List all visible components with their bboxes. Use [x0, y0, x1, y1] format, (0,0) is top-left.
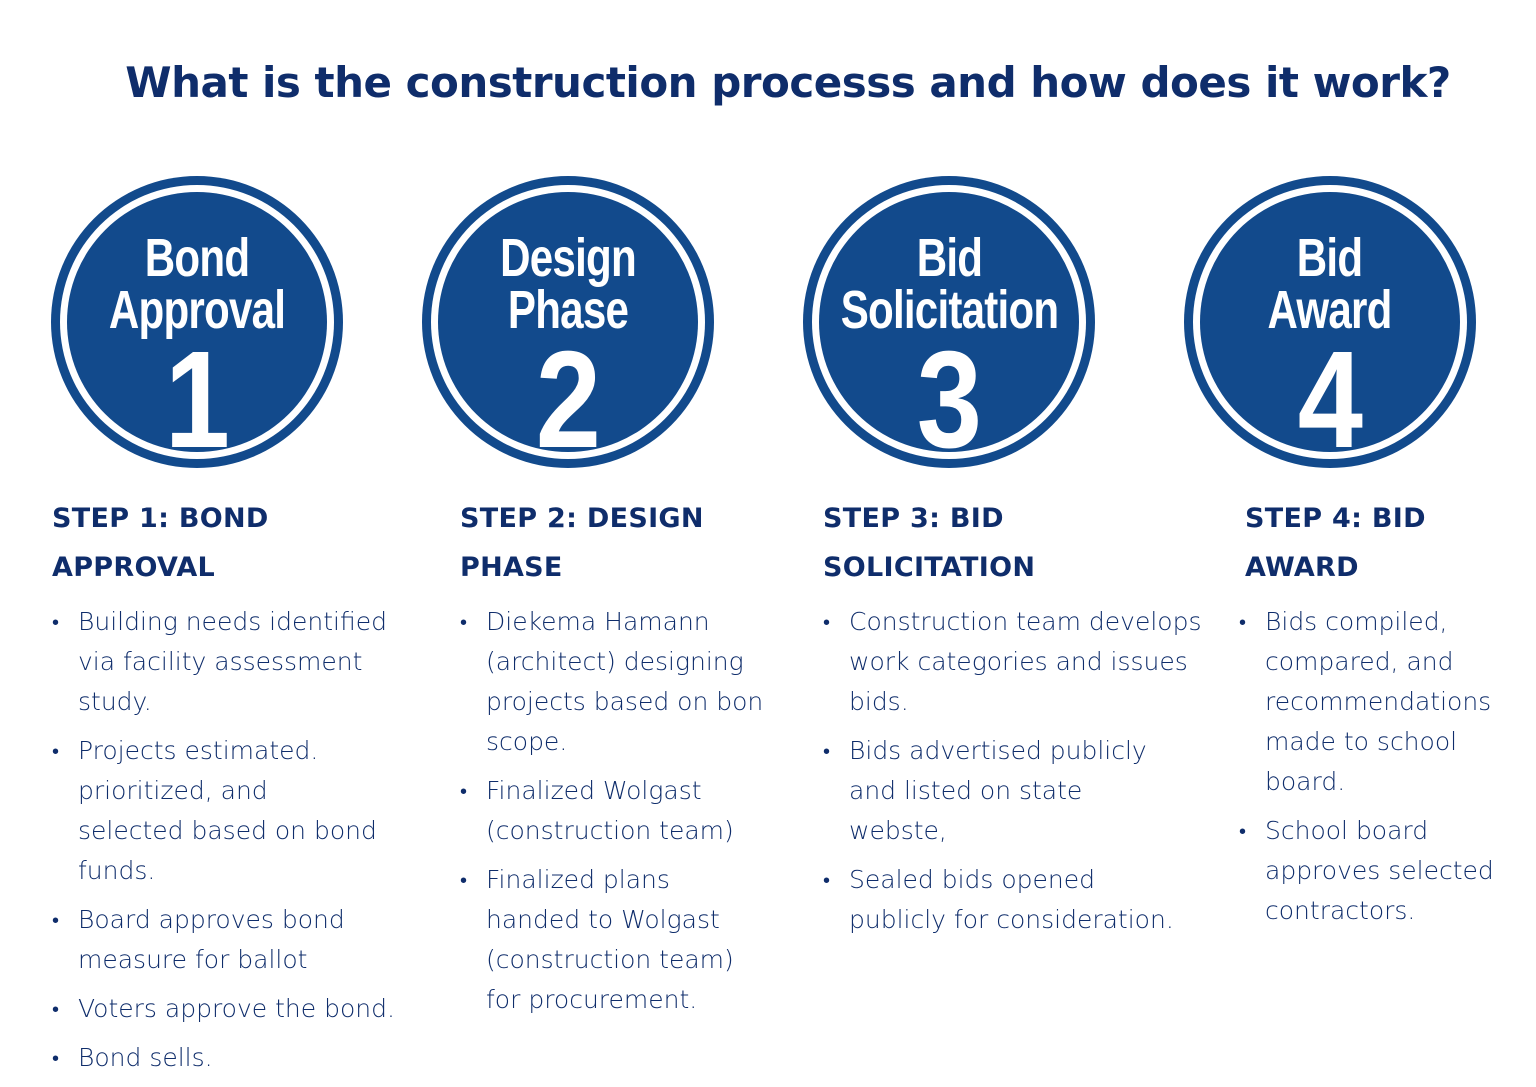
list-item-text: School board approves selected contracto…	[1265, 816, 1494, 925]
step-heading: STEP 1: BOND APPROVAL	[52, 503, 269, 583]
badge-number: 2	[535, 323, 601, 477]
list-item-text: Voters approve the bond.	[78, 994, 395, 1023]
list-item: Board approves bond measure for ballot	[52, 900, 368, 980]
badge-label: Bid Solicitation	[840, 228, 1058, 340]
badge-label: Bond Approval	[108, 228, 286, 340]
step-bullet-list: Construction team develops work categori…	[823, 602, 1213, 940]
list-item: School board approves selected contracto…	[1239, 811, 1505, 931]
badge-number: 4	[1297, 323, 1363, 477]
list-item: Building needs identified via facility a…	[52, 602, 423, 722]
list-item: Bond sells.	[52, 1038, 427, 1078]
badge-label-line1: Design	[500, 228, 637, 288]
page-title: What is the construction processs and ho…	[125, 58, 1451, 107]
step-heading: STEP 2: DESIGN PHASE	[460, 503, 704, 583]
list-item: Bids compiled, compared, and recommendat…	[1239, 602, 1515, 802]
badge-label-line1: Bid	[916, 228, 982, 288]
badge-label-line1: Bid	[1297, 228, 1363, 288]
list-item-text: Bond sells.	[78, 1043, 213, 1072]
list-item: Diekema Hamann (architect) designing pro…	[460, 602, 776, 762]
list-item: Bids advertised publicly and listed on s…	[823, 731, 1179, 851]
list-item-text: Bids compiled, compared, and recommendat…	[1265, 607, 1492, 796]
list-item-text: Sealed bids opened publicly for consider…	[849, 865, 1174, 934]
step-bullet-list: Diekema Hamann (architect) designing pro…	[460, 602, 800, 1020]
step-1-badge: Bond Approval 1	[51, 176, 343, 469]
step-3-badge: Bid Solicitation 3	[803, 176, 1095, 469]
badge-label-line2: Phase	[507, 280, 629, 340]
step-4-badge: Bid Award 4	[1184, 176, 1476, 469]
step-bullet-list: Bids compiled, compared, and recommendat…	[1239, 602, 1515, 931]
badge-label: Bid Award	[1267, 228, 1393, 340]
badge-number: 3	[916, 323, 982, 477]
list-item-text: Building needs identified via facility a…	[78, 607, 387, 716]
list-item-text: Finalized Wolgast (construction team)	[486, 776, 734, 845]
step-4-section: STEP 4: BID AWARD Bids compiled, compare…	[1239, 494, 1515, 940]
badge-inner-circle: Bid Solicitation 3	[819, 192, 1079, 469]
badge-label-line1: Bond	[144, 228, 250, 288]
list-item-text: Diekema Hamann (architect) designing pro…	[486, 607, 764, 756]
badge-inner-circle: Bid Award 4	[1200, 192, 1460, 469]
badge-inner-circle: Design Phase 2	[438, 192, 698, 469]
step-heading: STEP 3: BID SOLICITATION	[823, 503, 1036, 583]
badge-label: Design Phase	[500, 228, 637, 340]
list-item-text: Board approves bond measure for ballot	[78, 905, 345, 974]
badge-number: 1	[164, 323, 230, 477]
list-item-text: Finalized plans handed to Wolgast (const…	[486, 865, 734, 1014]
list-item: Voters approve the bond.	[52, 989, 427, 1029]
list-item-text: Construction team develops work categori…	[849, 607, 1202, 716]
step-heading: STEP 4: BID AWARD	[1245, 503, 1426, 583]
list-item: Finalized plans handed to Wolgast (const…	[460, 860, 751, 1020]
step-bullet-list: Building needs identified via facility a…	[52, 602, 427, 1078]
list-item-text: Bids advertised publicly and listed on s…	[849, 736, 1147, 845]
badge-label-line2: Solicitation	[840, 280, 1058, 340]
badge-inner-circle: Bond Approval 1	[67, 192, 327, 469]
badge-label-line2: Approval	[108, 280, 286, 340]
list-item: Projects estimated. prioritized, and sel…	[52, 731, 378, 891]
list-item: Sealed bids opened publicly for consider…	[823, 860, 1179, 940]
badge-label-line2: Award	[1267, 280, 1393, 340]
step-2-badge: Design Phase 2	[422, 176, 714, 469]
step-2-section: STEP 2: DESIGN PHASE Diekema Hamann (arc…	[460, 494, 800, 1029]
list-item: Construction team develops work categori…	[823, 602, 1204, 722]
list-item: Finalized Wolgast (construction team)	[460, 771, 746, 851]
step-3-section: STEP 3: BID SOLICITATION Construction te…	[823, 494, 1213, 949]
step-1-section: STEP 1: BOND APPROVAL Building needs ide…	[52, 494, 427, 1087]
list-item-text: Projects estimated. prioritized, and sel…	[78, 736, 377, 885]
